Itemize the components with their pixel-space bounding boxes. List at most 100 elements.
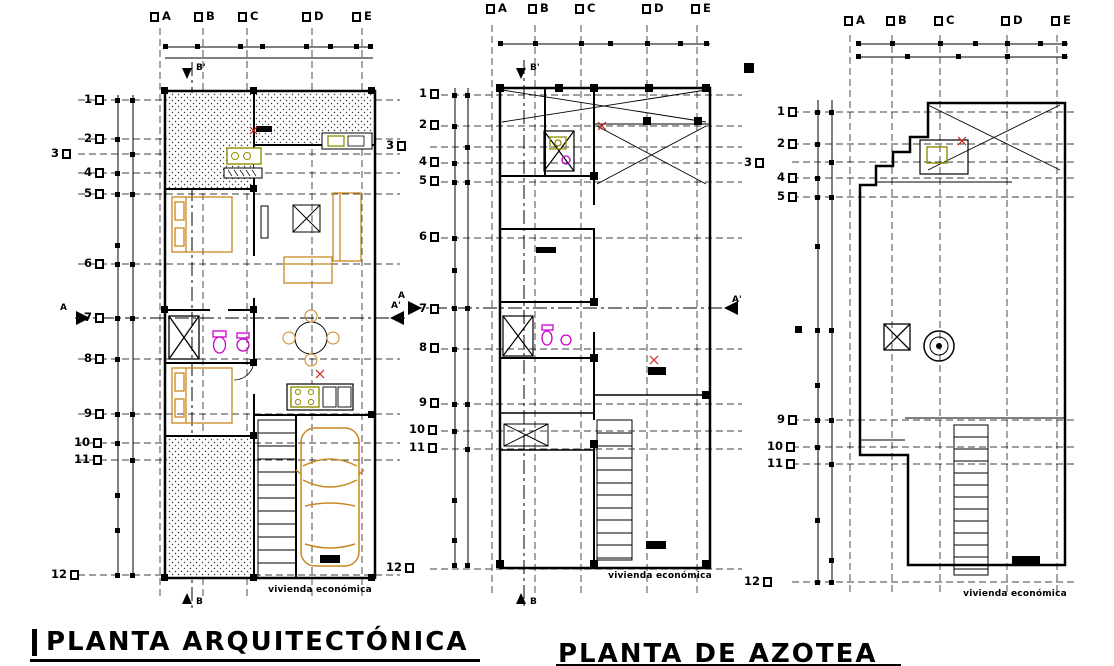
grid-square-icon	[95, 353, 105, 364]
title-text: PLANTA ARQUITECTÓNICA	[46, 627, 469, 657]
p1-col-e: E	[352, 9, 372, 23]
grid-square-icon	[886, 15, 895, 26]
grid-square-icon	[430, 397, 440, 408]
grid-column-letter: E	[364, 9, 372, 23]
title-text: PLANTA DE AZOTEA	[558, 639, 878, 666]
grid-square-icon	[93, 454, 103, 465]
grid-square-icon	[302, 11, 311, 22]
p2-col-a: A	[486, 2, 507, 15]
dimension-ticks	[744, 41, 1067, 585]
p3-row-3: 3	[744, 156, 765, 169]
p1-row-8: 8	[84, 352, 105, 365]
grid-row-number: 10	[409, 422, 426, 436]
kitchen-top-drawing	[223, 126, 373, 179]
p1-col-d: D	[302, 9, 324, 23]
grid-row-number: 9	[84, 406, 93, 420]
p1-row-7: 7	[84, 310, 105, 324]
grid-row-number: 2	[419, 117, 428, 131]
section-arrows	[76, 68, 404, 604]
grid-row-number: 9	[777, 412, 786, 426]
p1-row-3: 3	[51, 146, 72, 160]
p1-col-c: C	[238, 9, 259, 23]
p1-section-marker-a2: A'	[391, 301, 401, 311]
stove-drawing	[286, 383, 354, 411]
p3-col-b: B	[886, 14, 907, 27]
grid-square-icon	[642, 3, 651, 14]
car-drawing	[295, 427, 365, 567]
plumbing-fixtures	[541, 155, 572, 346]
grid-square-icon	[397, 140, 407, 151]
grid-lines	[792, 35, 1075, 595]
p3-row-10: 10	[767, 439, 796, 453]
grid-square-icon	[788, 191, 798, 202]
grid-lines	[430, 25, 742, 595]
p3-col-d: D	[1001, 14, 1023, 27]
grid-column-letter: B	[206, 9, 215, 23]
grid-column-letter: C	[946, 13, 955, 27]
grid-square-icon	[1001, 15, 1010, 26]
grid-square-icon	[428, 442, 438, 453]
grid-row-number: 7	[419, 301, 428, 315]
grid-column-letter: D	[314, 9, 324, 23]
grid-row-number: 3	[51, 146, 60, 160]
p2-section-marker-a2: A'	[732, 295, 742, 305]
grid-square-icon	[95, 133, 105, 144]
walls	[858, 101, 1067, 567]
grid-column-letter: D	[654, 1, 664, 15]
roof-bars	[1012, 556, 1040, 565]
grid-row-number: 5	[84, 186, 93, 200]
grid-row-number: 1	[419, 86, 428, 100]
column-markers	[496, 84, 710, 568]
grid-square-icon	[788, 106, 798, 117]
dimension-lines	[454, 43, 710, 568]
p1-row-4: 4	[84, 165, 105, 179]
sofa-drawing	[283, 192, 362, 284]
grid-row-number: 11	[409, 440, 426, 454]
toilet-icon	[212, 330, 227, 354]
sink-icon	[236, 332, 250, 352]
grid-square-icon	[691, 3, 700, 14]
grid-square-icon	[428, 424, 438, 435]
grid-square-icon	[1051, 15, 1060, 26]
grid-row-number: 7	[84, 310, 93, 324]
grid-square-icon	[62, 148, 72, 159]
grid-square-icon	[755, 157, 765, 168]
p1-row-1: 1	[84, 93, 105, 106]
dimension-lines	[117, 46, 373, 578]
dining-table-drawing	[282, 309, 340, 367]
grid-column-letter: B	[540, 1, 549, 15]
plan-azotea-drawing	[408, 25, 742, 608]
grid-square-icon	[430, 119, 440, 130]
electrical-marks	[957, 136, 967, 146]
title-underline	[30, 659, 480, 662]
p2-caption: vivienda económica	[608, 571, 712, 581]
p1-section-marker-b2: B'	[196, 63, 206, 73]
grid-row-number: 4	[777, 170, 786, 184]
p1-row-5: 5	[84, 186, 105, 200]
grid-column-letter: C	[250, 9, 259, 23]
plan-arquitectonica-drawing	[75, 28, 405, 612]
cistern-drawing	[923, 330, 955, 362]
p2-row-7: 7	[419, 301, 440, 315]
section-lines	[408, 60, 738, 608]
grid-row-number: 4	[84, 165, 93, 179]
p2-section-marker-b2: B'	[530, 63, 540, 73]
grid-square-icon	[405, 562, 415, 573]
grid-square-icon	[430, 175, 440, 186]
p3-caption: vivienda económica	[963, 589, 1067, 599]
p1-col-a: A	[150, 9, 171, 23]
walls	[498, 86, 712, 570]
p3-row-12: 12	[744, 575, 773, 588]
p2-row-8: 8	[419, 341, 440, 354]
grid-row-number: 5	[419, 173, 428, 187]
grid-row-number: 10	[767, 439, 784, 453]
grid-square-icon	[486, 3, 495, 14]
p3-col-e: E	[1051, 14, 1071, 27]
p1-row-11: 11	[74, 453, 103, 466]
grid-square-icon	[352, 11, 361, 22]
p2-row-6: 6	[419, 230, 440, 243]
grid-column-letter: A	[162, 9, 171, 23]
grid-square-icon	[95, 258, 105, 269]
p1-row-10: 10	[74, 436, 103, 449]
